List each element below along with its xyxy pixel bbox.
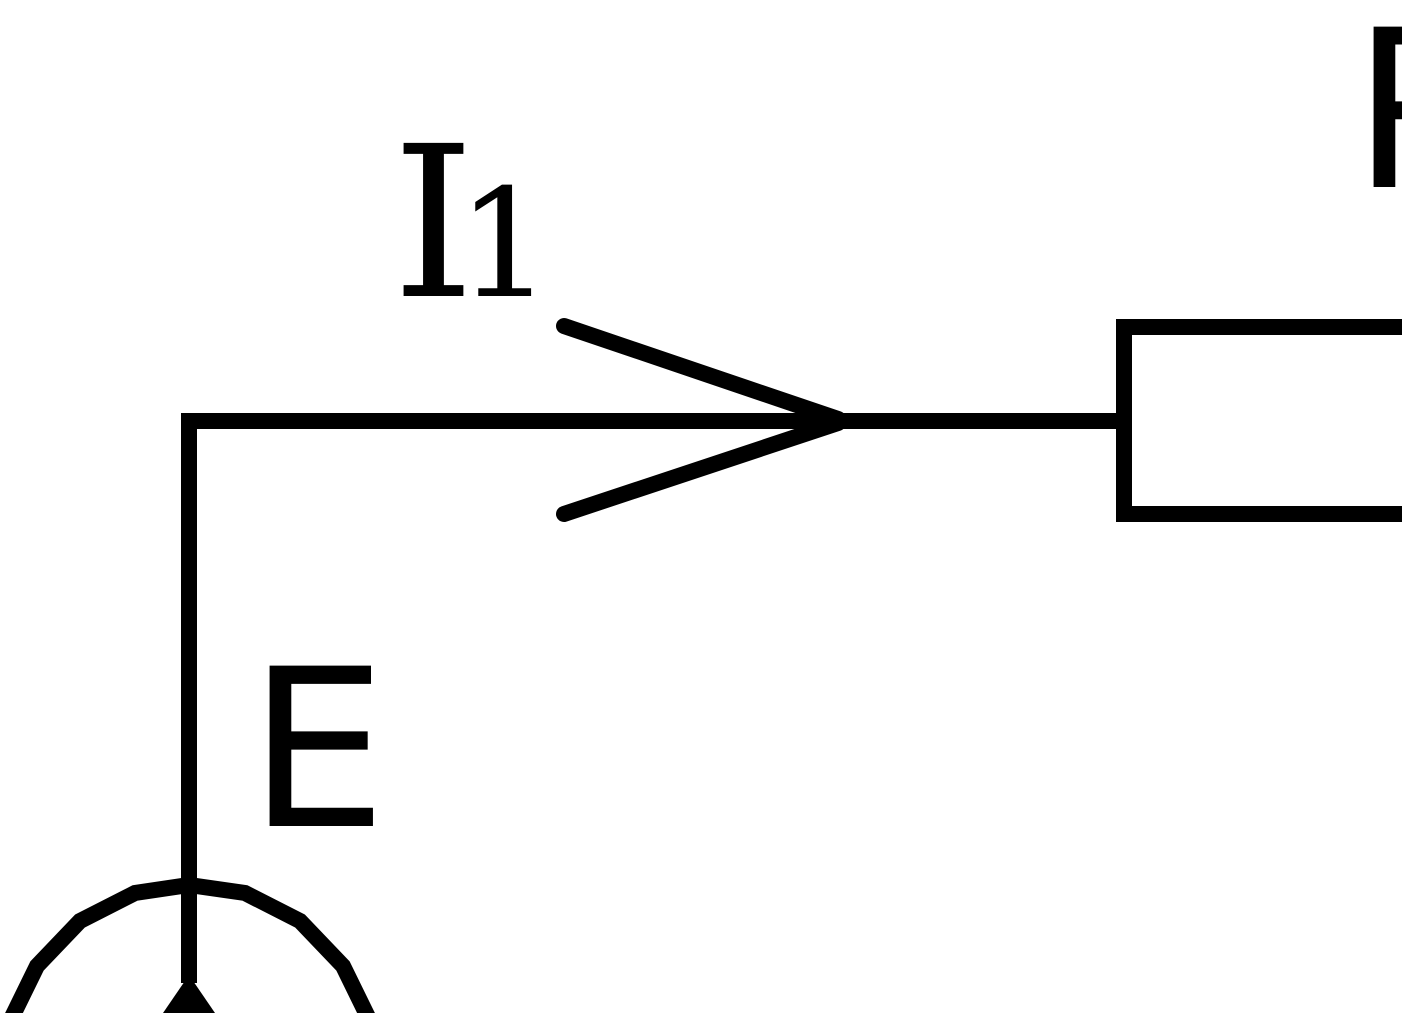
current-label-subscript: 1 xyxy=(457,158,552,332)
current-label-main: I xyxy=(392,101,475,346)
source-polarity-arrow-icon xyxy=(163,975,215,1013)
current-arrow-icon xyxy=(556,318,846,522)
resistor-icon xyxy=(1116,319,1402,522)
current-label: I1 xyxy=(392,101,552,346)
voltage-source-icon xyxy=(5,876,375,1013)
source-label: E xyxy=(248,622,387,878)
resistor-label: R xyxy=(1352,0,1402,239)
arrow-lower-stroke xyxy=(556,415,846,522)
arrow-upper-stroke xyxy=(556,318,846,427)
